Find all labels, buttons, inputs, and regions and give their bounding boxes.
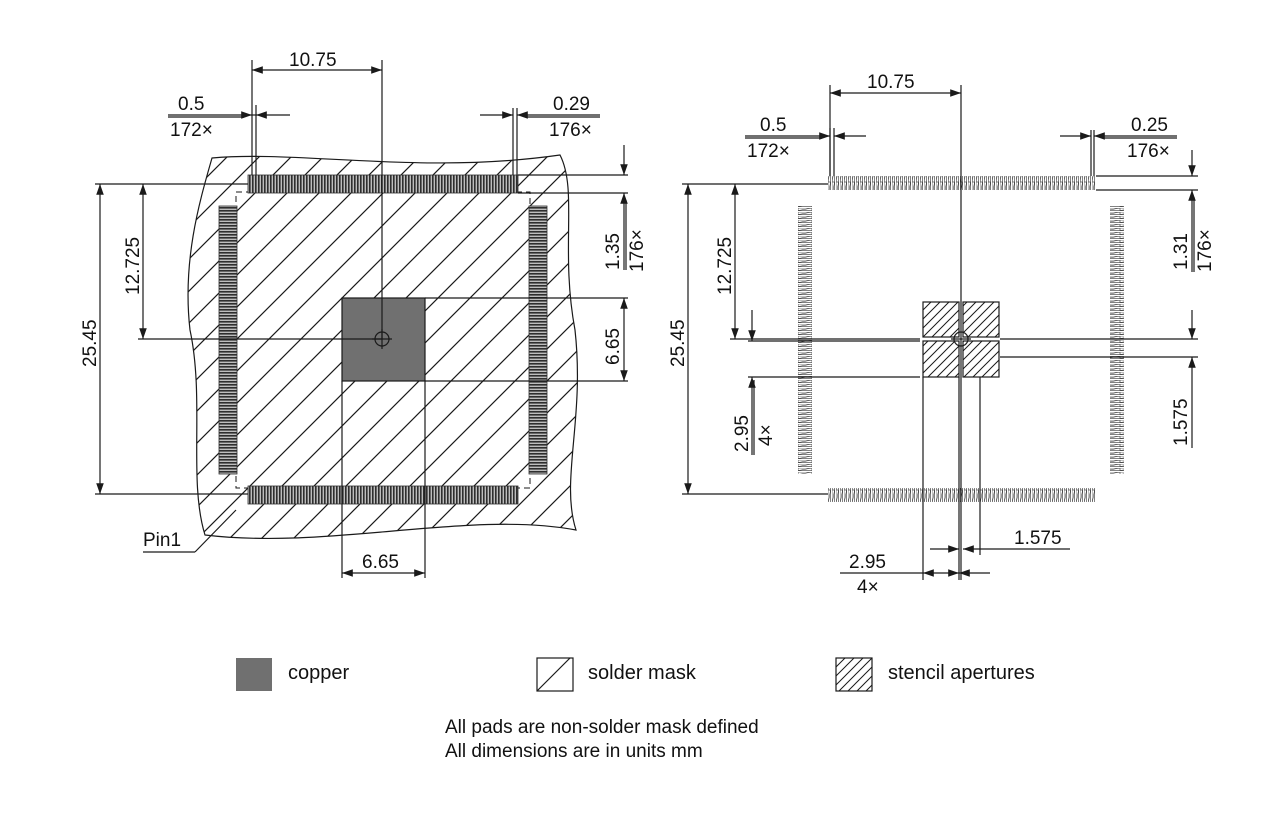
- note-line-2: All dimensions are in units mm: [445, 741, 703, 762]
- right-dim-1-31: 1.31: [1171, 233, 1192, 270]
- right-dim-1-575-h: 1.575: [1014, 528, 1062, 549]
- pad-row-left: [218, 205, 238, 475]
- left-dim-172x: 172×: [170, 120, 213, 141]
- stencil-row-top: [828, 176, 1096, 190]
- notes: All pads are non-solder mask defined All…: [445, 716, 759, 764]
- right-dim-2-95-h-count: 4×: [857, 577, 879, 598]
- right-dim-172x: 172×: [747, 141, 790, 162]
- right-dim-2-95-v: 2.95: [732, 415, 753, 452]
- stencil-row-right: [1110, 206, 1124, 474]
- left-view: [95, 60, 628, 578]
- pad-row-top: [247, 174, 519, 194]
- legend-solder-mask-swatch: [536, 657, 574, 692]
- right-dim-25-45: 25.45: [668, 319, 689, 367]
- legend-copper-label: copper: [288, 662, 350, 684]
- left-dim-6-65-h: 6.65: [362, 552, 399, 573]
- right-dim-10-75: 10.75: [867, 72, 915, 93]
- right-dim-1-31-count: 176×: [1195, 229, 1216, 272]
- stencil-aperture-tl: [922, 301, 960, 338]
- left-dim-12-725: 12.725: [123, 237, 144, 295]
- right-dim-2-95-v-count: 4×: [756, 424, 777, 446]
- legend-stencil-swatch: [835, 657, 873, 692]
- right-dim-176x: 176×: [1127, 141, 1170, 162]
- stencil-aperture-br: [962, 340, 1000, 378]
- pad-row-right: [528, 205, 548, 475]
- left-dim-6-65-v: 6.65: [603, 328, 624, 365]
- legend-copper-swatch: [236, 658, 272, 691]
- stencil-aperture-bl: [922, 340, 960, 378]
- legend-solder-mask-label: solder mask: [588, 662, 696, 684]
- stencil-row-bottom: [828, 488, 1096, 502]
- left-dim-1-35-count: 176×: [627, 229, 648, 272]
- left-dim-0-29: 0.29: [553, 94, 590, 115]
- right-dim-12-725: 12.725: [715, 237, 736, 295]
- right-dim-0-25: 0.25: [1131, 115, 1168, 136]
- right-dim-0-5: 0.5: [760, 115, 786, 136]
- right-dim-2-95-h: 2.95: [849, 552, 886, 573]
- left-dim-176x: 176×: [549, 120, 592, 141]
- stencil-row-left: [798, 206, 812, 474]
- right-dim-1-575-v: 1.575: [1171, 398, 1192, 446]
- left-dim-1-35: 1.35: [603, 233, 624, 270]
- left-dim-25-45: 25.45: [80, 319, 101, 367]
- note-line-1: All pads are non-solder mask defined: [445, 717, 759, 738]
- left-dim-10-75: 10.75: [289, 50, 337, 71]
- left-dim-0-5: 0.5: [178, 94, 204, 115]
- legend-stencil-label: stencil apertures: [888, 662, 1035, 684]
- pin1-label: Pin1: [143, 530, 181, 551]
- stencil-aperture-tr: [962, 301, 1000, 338]
- pad-row-bottom: [247, 485, 519, 505]
- right-view: [682, 85, 1198, 580]
